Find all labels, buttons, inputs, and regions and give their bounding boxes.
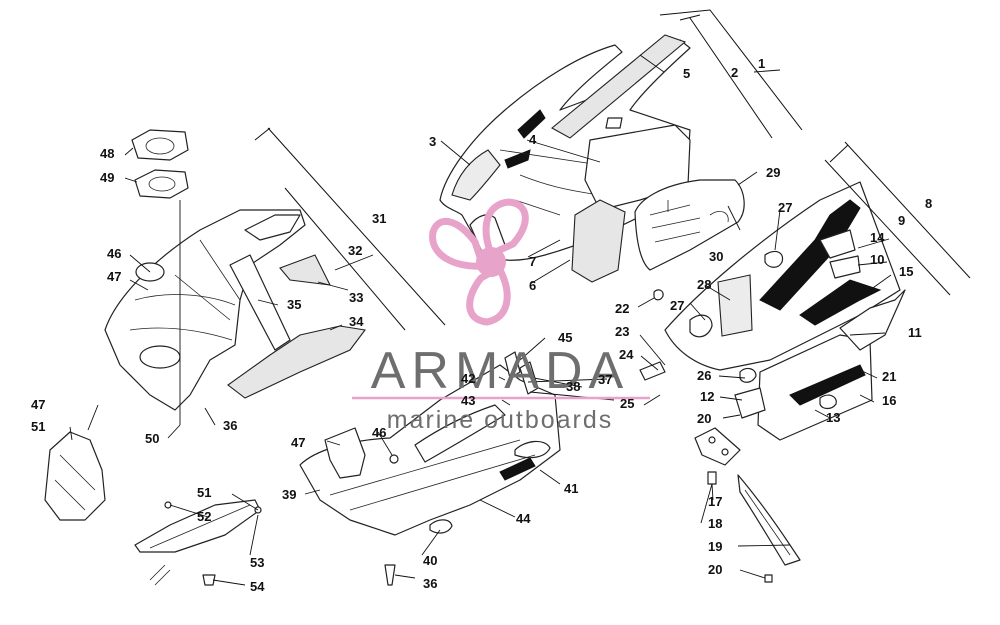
callout-19: 19 [708,539,722,554]
callout-11: 11 [908,325,922,340]
callout-47a: 47 [107,269,121,284]
callout-51a: 51 [31,419,45,434]
callout-40: 40 [423,553,437,568]
callout-36b: 36 [423,576,437,591]
callout-47c: 47 [291,435,305,450]
right-side-panel [664,181,906,441]
callout-54: 54 [250,579,265,594]
callout-18: 18 [708,516,722,531]
callout-9: 9 [898,213,905,228]
callout-25: 25 [620,396,634,411]
watermark-tagline: marine outboards [387,406,614,434]
callout-5: 5 [683,66,690,81]
callout-20a: 20 [697,411,711,426]
callout-12: 12 [700,389,714,404]
lower-left-parts [44,431,262,586]
callout-8: 8 [925,196,932,211]
leader-lines [69,54,892,586]
armada-watermark: ARMADA marine outboards [352,198,650,434]
callout-21: 21 [882,369,896,384]
callout-47b: 47 [31,397,45,412]
callout-42: 42 [461,371,475,386]
callout-29: 29 [766,165,780,180]
callout-30: 30 [709,249,723,264]
belly-pan [299,351,561,586]
callout-45: 45 [558,330,572,345]
callout-34: 34 [349,314,364,329]
callout-50: 50 [145,431,159,446]
callout-33: 33 [349,290,363,305]
callout-32: 32 [348,243,362,258]
callout-44: 44 [516,511,531,526]
callout-49: 49 [100,170,114,185]
callout-labels: 1 2 3 4 5 6 7 8 9 10 11 12 13 14 15 16 1… [31,56,932,594]
callout-31: 31 [372,211,386,226]
callout-41: 41 [564,481,578,496]
callout-43: 43 [461,393,475,408]
callout-17: 17 [708,494,722,509]
callout-28: 28 [697,277,711,292]
gaskets-48-49 [131,129,189,425]
callout-46b: 46 [372,425,386,440]
callout-48: 48 [100,146,114,161]
callout-14: 14 [870,230,885,245]
callout-16: 16 [882,393,896,408]
callout-15: 15 [899,264,913,279]
callout-6: 6 [529,278,536,293]
callout-27a: 27 [778,200,792,215]
side-panel-29 [634,179,745,271]
watermark-brand: ARMADA [371,342,629,400]
callout-3: 3 [429,134,436,149]
callout-51b: 51 [197,485,211,500]
left-assembly [104,209,366,411]
small-parts-right [639,289,801,583]
callout-35: 35 [287,297,301,312]
callout-38: 38 [566,379,580,394]
callout-46a: 46 [107,246,121,261]
callout-53: 53 [250,555,264,570]
callout-37: 37 [598,372,612,387]
callout-7: 7 [529,254,536,269]
callout-13: 13 [826,410,840,425]
callout-4: 4 [529,132,537,147]
callout-52: 52 [197,509,211,524]
callout-39: 39 [282,487,296,502]
callout-24: 24 [619,347,634,362]
callout-26: 26 [697,368,711,383]
brackets [254,9,971,331]
callout-1: 1 [758,56,765,71]
callout-20b: 20 [708,562,722,577]
callout-10: 10 [870,252,884,267]
callout-36a: 36 [223,418,237,433]
propeller-icon [429,198,529,326]
callout-2: 2 [731,65,738,80]
callout-27b: 27 [670,298,684,313]
callout-23: 23 [615,324,629,339]
callout-22: 22 [615,301,629,316]
